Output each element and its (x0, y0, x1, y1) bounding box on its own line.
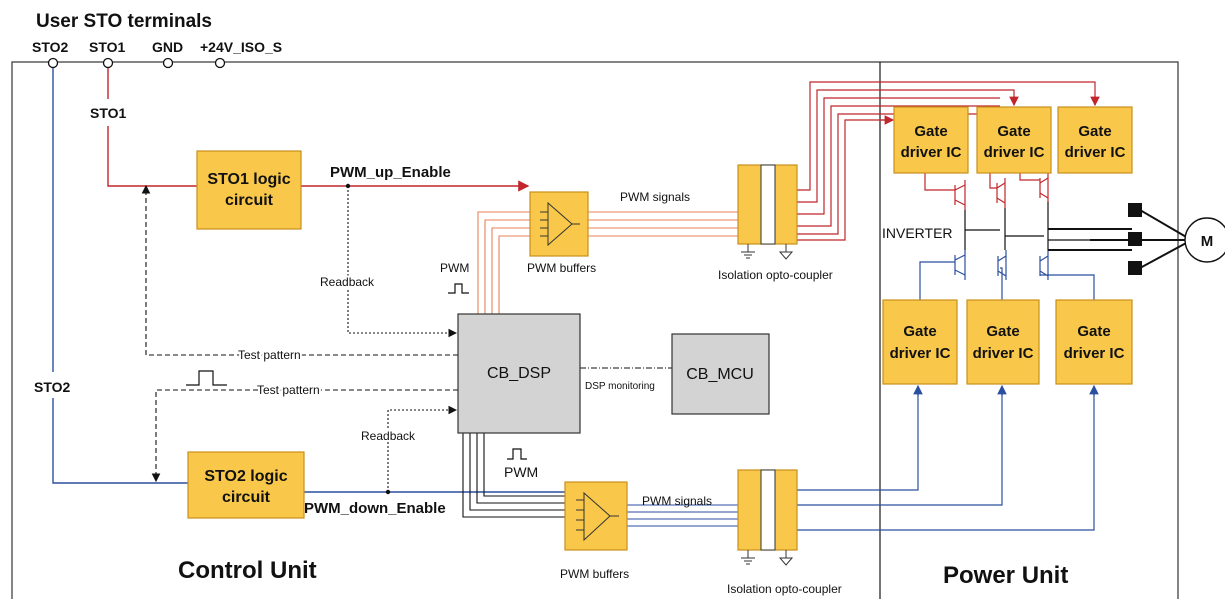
motor-wires (1048, 209, 1189, 269)
pwm-down-enable-label: PWM_down_Enable (304, 500, 446, 517)
test-pattern-1-label: Test pattern (238, 348, 301, 362)
pwm-top-lines (477, 211, 540, 314)
readback-bottom-node (385, 489, 391, 495)
gate-driver-top-3 (1057, 106, 1133, 174)
buffer-bottom-icon (576, 491, 619, 542)
sto1-logic-line2: circuit (225, 192, 274, 209)
test-pattern-1-line (141, 184, 458, 356)
sto2-wire (52, 68, 188, 484)
pwm-signals-top-label: PWM signals (620, 190, 690, 204)
readback-top-line (347, 186, 458, 338)
pwm-signals-bottom-lines (627, 504, 738, 527)
motor-icon (1184, 217, 1225, 263)
gate-driver-bottom-3-line2: driver IC (1064, 345, 1125, 362)
gate-driver-bottom-3 (1055, 299, 1133, 385)
gate-driver-bottom-2-line2: driver IC (973, 345, 1034, 362)
pwm-signals-top-lines (588, 211, 738, 237)
cb-dsp-label: CB_DSP (487, 365, 551, 382)
terminal-sto1 (102, 57, 114, 69)
sto2-logic-line2: circuit (222, 489, 271, 506)
power-unit-frame (879, 61, 1179, 599)
buffer-top-icon (540, 201, 580, 247)
terminal-24v (214, 57, 226, 69)
motor-terminal-3 (1128, 261, 1142, 275)
gate-driver-top-2 (976, 106, 1052, 174)
terminal-sto1-label: STO1 (89, 39, 126, 55)
test-pattern-2-label: Test pattern (257, 383, 320, 397)
terminal-gnd (162, 57, 174, 69)
pwm-bottom-pulse-icon (507, 448, 527, 460)
gate-driver-top-3-line2: driver IC (1065, 144, 1126, 161)
motor-terminal-1 (1128, 203, 1142, 217)
gate-driver-top-3-line1: Gate (1078, 123, 1111, 140)
isolation-top-ground-icon (741, 244, 794, 260)
sto1-logic-block (196, 150, 302, 230)
motor-terminal-2 (1128, 232, 1142, 246)
pwm-top-pulse-icon (448, 283, 469, 294)
pwm-buffers-top-label: PWM buffers (527, 261, 596, 275)
terminal-gnd-label: GND (152, 39, 183, 55)
gate-driver-bottom-1 (882, 299, 958, 385)
control-unit-title: Control Unit (178, 557, 317, 584)
gate-driver-bottom-1-line1: Gate (903, 323, 936, 340)
isolation-bottom-ground-icon (741, 550, 794, 566)
gate-driver-bottom-2 (966, 299, 1040, 385)
gate-driver-top-1-line2: driver IC (901, 144, 962, 161)
readback-top-label: Readback (320, 275, 375, 289)
cb-dsp-block (457, 313, 581, 434)
pwm-top-label: PWM (440, 261, 469, 275)
terminal-24v-label: +24V_ISO_S (200, 39, 282, 55)
gate-driver-bottom-2-line1: Gate (986, 323, 1019, 340)
readback-top-node (345, 183, 351, 189)
sto1-logic-line1: STO1 logic (207, 171, 290, 188)
inverter-switches (919, 163, 1095, 300)
gate-driver-bottom-1-line2: driver IC (890, 345, 951, 362)
terminals-title: User STO terminals (36, 11, 212, 32)
isolation-bottom-label: Isolation opto-coupler (727, 582, 842, 596)
power-unit-title: Power Unit (943, 562, 1068, 589)
sto2-line-label: STO2 (34, 379, 71, 395)
gate-driver-top-1-line1: Gate (914, 123, 947, 140)
pwm-up-enable-label: PWM_up_Enable (330, 164, 451, 181)
readback-bottom-label: Readback (361, 429, 416, 443)
cb-mcu-label: CB_MCU (686, 366, 754, 383)
sto2-logic-line1: STO2 logic (204, 468, 287, 485)
pwm-bottom-lines (462, 433, 592, 518)
gate-top-wires (797, 81, 1096, 241)
gate-driver-top-2-line1: Gate (997, 123, 1030, 140)
terminal-sto2-label: STO2 (32, 39, 69, 55)
cb-mcu-block (671, 333, 770, 415)
test-pattern-pulse-icon (186, 370, 227, 386)
readback-bottom-line (387, 405, 458, 492)
terminal-sto2 (47, 57, 59, 69)
gate-bottom-wires (797, 390, 1095, 531)
gate-driver-top-2-line2: driver IC (984, 144, 1045, 161)
isolation-top-barrier (760, 164, 776, 245)
isolation-top-label: Isolation opto-coupler (718, 268, 833, 282)
dsp-monitoring-label: DSP monitoring (585, 381, 655, 392)
pwm-buffers-bottom-label: PWM buffers (560, 567, 629, 581)
sto1-wire (107, 68, 197, 187)
gate-driver-bottom-3-line1: Gate (1077, 323, 1110, 340)
sto1-line-label: STO1 (90, 105, 127, 121)
isolation-bottom-barrier (760, 469, 776, 551)
motor-label: M (1201, 233, 1214, 250)
gate-driver-top-1 (893, 106, 969, 174)
pwm-signals-bottom-label: PWM signals (642, 494, 712, 508)
test-pattern-2-line (151, 389, 458, 483)
sto2-logic-block (187, 451, 305, 519)
pwm-bottom-label: PWM (504, 464, 538, 480)
inverter-label: INVERTER (882, 225, 953, 241)
